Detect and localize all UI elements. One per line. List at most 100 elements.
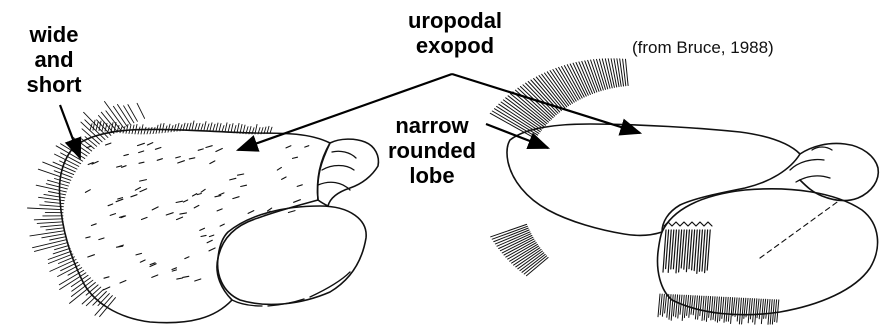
- left-spine: [87, 146, 92, 148]
- left-spine: [176, 201, 182, 202]
- left-seta: [195, 124, 197, 131]
- left-seta: [137, 103, 145, 118]
- right-seta: [770, 300, 772, 325]
- left-seta: [150, 127, 152, 133]
- right-seta: [658, 294, 660, 317]
- left-seta: [33, 240, 67, 248]
- left-spine: [183, 200, 187, 202]
- left-seta: [44, 194, 65, 197]
- left-seta: [144, 127, 146, 134]
- left-spine: [201, 235, 206, 236]
- left-spine: [193, 194, 197, 196]
- right-seta: [775, 300, 777, 322]
- left-seta: [124, 106, 134, 123]
- left-spine: [172, 268, 177, 270]
- left-spine: [210, 161, 215, 164]
- left-endopod-outline: [218, 206, 367, 304]
- left-spine: [288, 211, 295, 213]
- left-seta: [216, 123, 218, 131]
- left-spine: [139, 162, 144, 163]
- left-spine: [104, 277, 109, 278]
- left-exopod-outline: [59, 129, 330, 322]
- right-seta: [702, 296, 704, 320]
- right-seta: [706, 296, 708, 321]
- left-spine: [155, 148, 161, 150]
- left-spine: [248, 211, 254, 214]
- right-seta: [722, 297, 724, 318]
- left-spine: [147, 143, 152, 145]
- right-seta: [733, 298, 735, 316]
- right-seta: [691, 296, 693, 315]
- right-seta: [700, 296, 702, 316]
- annotation-arrows: [60, 74, 640, 158]
- right-seta: [676, 295, 678, 317]
- right-seta: [693, 296, 695, 315]
- left-spine: [277, 167, 281, 170]
- left-spine: [195, 279, 201, 281]
- left-seta: [28, 208, 64, 210]
- left-seta: [225, 123, 227, 132]
- left-seta: [37, 222, 63, 224]
- right-seta: [764, 299, 766, 318]
- left-spine: [157, 159, 162, 161]
- left-seta: [168, 124, 170, 132]
- right-seta: [713, 297, 715, 320]
- left-spine: [116, 199, 123, 202]
- left-spine: [152, 275, 158, 277]
- right-seta: [731, 298, 733, 324]
- left-spine: [140, 260, 145, 262]
- right-seta: [761, 299, 763, 323]
- left-seta: [98, 294, 109, 306]
- left-spine: [99, 238, 104, 240]
- left-spine: [185, 257, 189, 259]
- right-seta: [682, 295, 684, 320]
- label-uropodal-line2: exopod: [395, 33, 515, 58]
- left-spine: [152, 207, 158, 210]
- label-narrow-line2: rounded: [372, 138, 492, 163]
- left-spine: [117, 166, 122, 167]
- left-spine: [180, 213, 187, 214]
- left-spine: [120, 281, 126, 284]
- left-spine: [207, 240, 212, 243]
- left-seta: [138, 127, 140, 134]
- right-seta: [715, 297, 717, 321]
- left-spine: [217, 209, 222, 211]
- left-seta: [114, 123, 116, 133]
- left-seta: [186, 124, 188, 131]
- left-seta: [46, 228, 64, 230]
- right-seta: [678, 295, 680, 318]
- left-seta: [201, 124, 203, 130]
- left-seta: [171, 126, 173, 132]
- left-spine: [219, 193, 224, 195]
- left-seta: [231, 124, 233, 133]
- left-spine: [172, 270, 176, 271]
- left-spine: [233, 197, 239, 199]
- left-seta: [49, 192, 66, 195]
- right-seta: [709, 297, 711, 318]
- left-spine: [166, 213, 173, 215]
- left-spine: [142, 217, 148, 219]
- left-spine: [124, 154, 128, 155]
- left-seta: [147, 128, 149, 134]
- left-spine: [198, 149, 203, 150]
- right-seta: [717, 297, 719, 322]
- right-seta: [667, 294, 669, 317]
- left-protopod-outline: [318, 139, 379, 206]
- right-seta: [750, 299, 752, 319]
- left-uropod-illustration: [28, 102, 379, 323]
- left-seta: [210, 123, 212, 131]
- label-narrow-line3: lobe: [372, 163, 492, 188]
- left-spine: [177, 278, 183, 279]
- left-spine: [177, 217, 183, 220]
- left-spine: [139, 151, 144, 153]
- right-seta: [614, 59, 619, 87]
- left-spine: [194, 205, 199, 208]
- right-seta: [626, 59, 629, 85]
- left-spine: [176, 157, 181, 158]
- right-seta: [759, 299, 761, 319]
- left-seta: [162, 124, 164, 133]
- left-spine: [86, 237, 90, 238]
- right-seta: [660, 294, 662, 315]
- right-seta: [739, 298, 741, 324]
- right-seta: [711, 297, 713, 320]
